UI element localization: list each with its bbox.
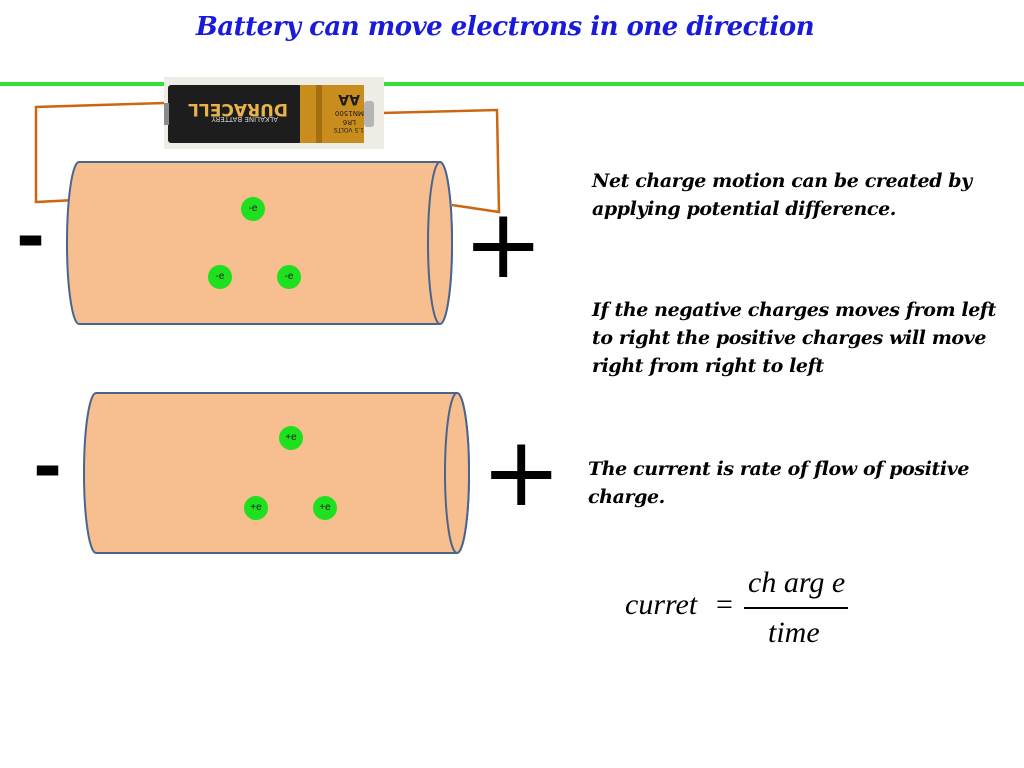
conductor-bottom xyxy=(83,392,470,554)
note-potential-difference: Net charge motion can be created by appl… xyxy=(592,170,972,220)
battery-type: ALKALINE BATTERY xyxy=(211,115,278,123)
positive-charge: +e xyxy=(279,426,303,450)
top-negative-sign: - xyxy=(16,196,46,278)
battery-brand: DURACELL xyxy=(188,99,288,119)
battery-voltage: 1.5 VOLTS xyxy=(334,126,364,133)
current-formula: curret = ch arg e time xyxy=(622,566,862,656)
battery-size: AA xyxy=(338,91,360,107)
formula-numerator: ch arg e xyxy=(748,566,846,599)
formula-denominator: time xyxy=(768,616,820,649)
wire-positive xyxy=(379,108,501,214)
positive-charge: +e xyxy=(313,496,337,520)
note-current-definition: The current is rate of flow of positive … xyxy=(588,458,970,508)
top-positive-sign: + xyxy=(463,188,544,300)
battery: DURACELL ALKALINE BATTERY AA MN1500 LR6 … xyxy=(164,77,384,149)
title-underline xyxy=(0,82,1024,86)
bottom-positive-sign: + xyxy=(481,416,562,528)
battery-model: MN1500 xyxy=(335,109,364,117)
battery-code: LR6 xyxy=(342,118,356,126)
electron-charge: -e xyxy=(241,197,265,221)
page-title: Battery can move electrons in one direct… xyxy=(195,12,815,42)
formula-lhs: curret xyxy=(625,588,698,621)
note-charge-direction: If the negative charges moves from left … xyxy=(592,299,997,377)
wire-negative xyxy=(34,101,166,204)
formula-equals: = xyxy=(716,588,733,621)
conductor-top xyxy=(66,161,453,325)
fraction-bar xyxy=(744,607,848,609)
positive-charge: +e xyxy=(244,496,268,520)
electron-charge: -e xyxy=(208,265,232,289)
electron-charge: -e xyxy=(277,265,301,289)
bottom-negative-sign: - xyxy=(33,426,63,508)
